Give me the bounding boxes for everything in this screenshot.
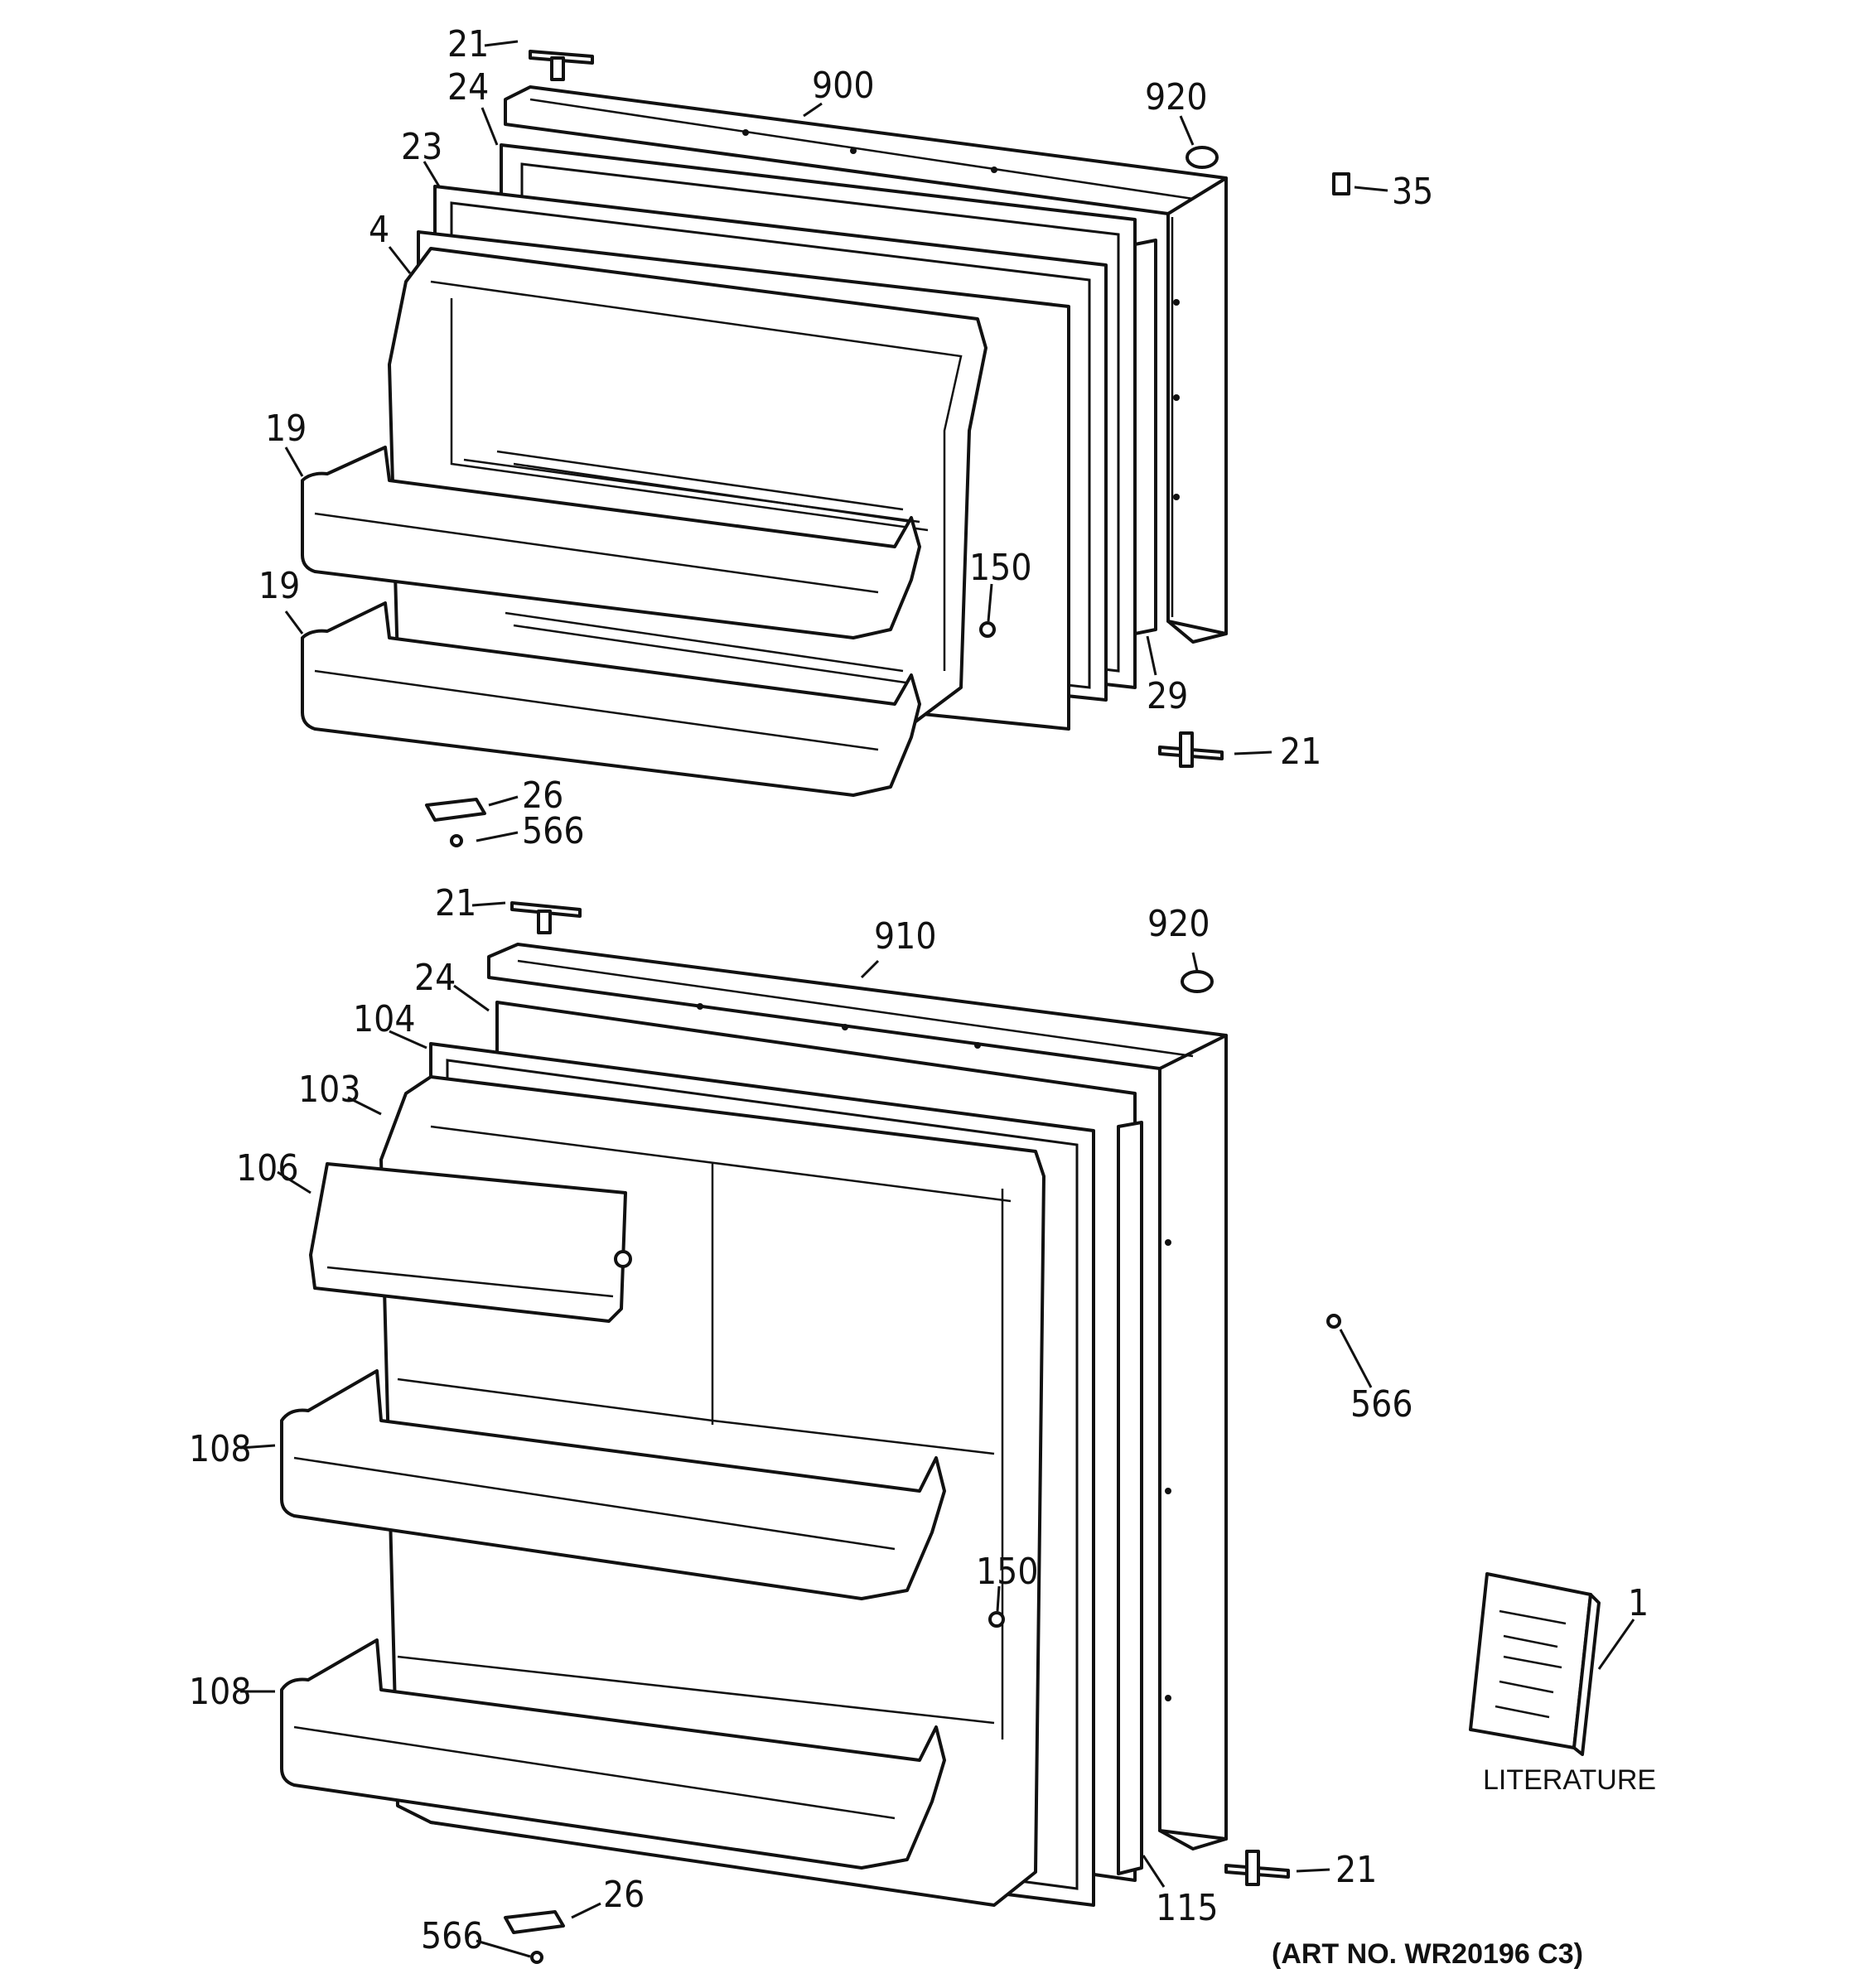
part-35-clip	[1332, 172, 1350, 195]
part-1-literature-booklet	[1469, 1572, 1601, 1756]
callout-26-low: 26	[603, 1874, 645, 1916]
callout-566-low: 566	[421, 1915, 484, 1957]
fresh-food-door-assembly	[280, 901, 1601, 1964]
part-26-hinge-plate-low	[504, 1910, 565, 1934]
callout-108-a: 108	[189, 1428, 252, 1470]
callout-566-top: 566	[522, 810, 585, 852]
part-106-dairy-compartment	[309, 1162, 632, 1323]
part-150-screw-fresh-food	[988, 1611, 1005, 1628]
freezer-shelf-ribs	[496, 450, 912, 685]
part-108-door-shelf-lower	[280, 1638, 946, 1870]
callout-1: 1	[1628, 1582, 1649, 1624]
part-920-plug-freezer	[1186, 146, 1219, 169]
callout-150-low: 150	[976, 1551, 1039, 1593]
part-21-hinge-mid	[1158, 731, 1224, 768]
part-108-door-shelf-upper	[280, 1369, 946, 1600]
part-566-screw-right	[1326, 1314, 1341, 1329]
art-number: (ART NO. WR20196 C3)	[1272, 1938, 1583, 1970]
part-910-outer-door-fresh-food	[487, 943, 1228, 1850]
callout-115: 115	[1156, 1887, 1219, 1929]
callout-21-bottom: 21	[1335, 1849, 1377, 1891]
callout-106: 106	[236, 1147, 299, 1189]
part-900-outer-door-freezer	[504, 85, 1228, 644]
callout-4: 4	[369, 209, 389, 251]
callout-920-top: 920	[1145, 76, 1208, 118]
callout-103: 103	[298, 1069, 361, 1111]
part-21-hinge-top	[529, 50, 594, 81]
part-19-door-shelf-lower	[301, 601, 921, 797]
callout-35: 35	[1392, 171, 1433, 213]
callout-19-b: 19	[258, 565, 300, 607]
callout-21-mid: 21	[1280, 731, 1321, 773]
part-566-screw-top	[450, 834, 463, 847]
leader-lines	[239, 40, 1635, 1958]
callout-26-top: 26	[522, 774, 563, 817]
literature-label: LITERATURE	[1483, 1764, 1656, 1796]
callout-29: 29	[1147, 675, 1188, 717]
freezer-door-assembly	[301, 50, 1350, 847]
callout-21-top: 21	[447, 23, 489, 65]
part-566-screw-low	[530, 1951, 543, 1964]
callout-900: 900	[812, 65, 875, 107]
callout-910: 910	[874, 915, 937, 958]
part-920-plug-fresh-food	[1181, 970, 1214, 993]
part-21-hinge-low	[510, 901, 582, 934]
callout-24-top: 24	[447, 66, 489, 109]
callout-108-b: 108	[189, 1671, 252, 1713]
callout-150-top: 150	[969, 547, 1032, 589]
fresh-food-shelf-ledges	[397, 1378, 995, 1725]
part-19-door-shelf-upper	[301, 446, 921, 639]
callout-920-low: 920	[1147, 903, 1210, 945]
callout-104: 104	[353, 998, 416, 1040]
part-26-hinge-plate-top	[425, 798, 486, 822]
callout-labels: 21 900 24 920 23 35 4 19 19 150 29 21 26…	[189, 23, 1656, 1970]
part-29-breaker-strip	[1133, 239, 1157, 635]
callout-19-a: 19	[265, 408, 307, 450]
callout-23: 23	[401, 126, 442, 168]
part-115-breaker-strip	[1117, 1121, 1143, 1875]
callout-24-low: 24	[414, 957, 456, 999]
callout-21-low: 21	[435, 882, 476, 924]
part-150-screw-freezer	[979, 621, 996, 638]
part-21-hinge-bottom	[1224, 1850, 1290, 1886]
callout-566-right: 566	[1350, 1383, 1413, 1426]
